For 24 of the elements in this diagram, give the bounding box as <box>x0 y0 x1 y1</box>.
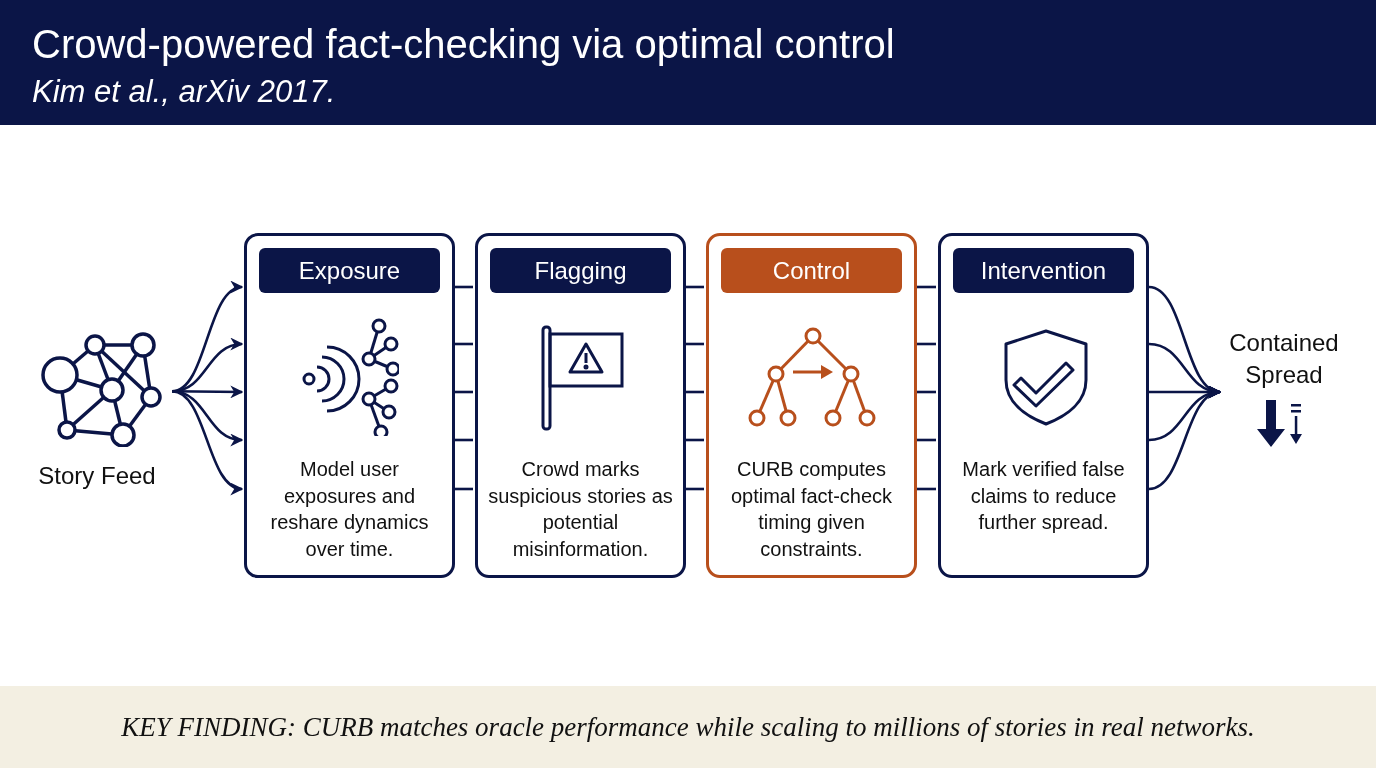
stage-card <box>244 233 455 578</box>
stage-heading: Flagging <box>490 248 671 293</box>
stage-card <box>706 233 917 578</box>
connector-line <box>917 285 936 289</box>
citation: Kim et al., arXiv 2017. <box>32 74 336 110</box>
connector-line <box>917 438 936 442</box>
caption: KEY FINDING: CURB matches oracle performance while scaling to millions of stories in real networks. <box>120 712 1256 743</box>
title: Crowd-powered fact-checking via optimal control <box>32 22 895 67</box>
stage-heading: Intervention <box>953 248 1134 293</box>
stage-card <box>938 233 1149 578</box>
stage-description: Mark verified false claims to reduce further spread. <box>961 457 1126 535</box>
stage-heading: Control <box>721 248 902 293</box>
stage-description: CURB computes optimal fact-check timing given constraints. <box>729 457 894 562</box>
stage-card <box>475 233 686 578</box>
arrow <box>171 390 244 493</box>
stage-heading: Exposure <box>259 248 440 293</box>
stage-description: Crowd marks suspicious stories as potential misinformation. <box>487 457 674 562</box>
node-label: Story Feed <box>37 462 157 490</box>
connector-line <box>917 487 936 491</box>
connector-line <box>917 342 936 346</box>
node-label: Contained Spread <box>1228 328 1340 390</box>
connector-line <box>917 390 936 394</box>
arrow <box>1148 388 1222 491</box>
stage-description: Model user exposures and reshare dynamics over time. <box>269 457 430 562</box>
